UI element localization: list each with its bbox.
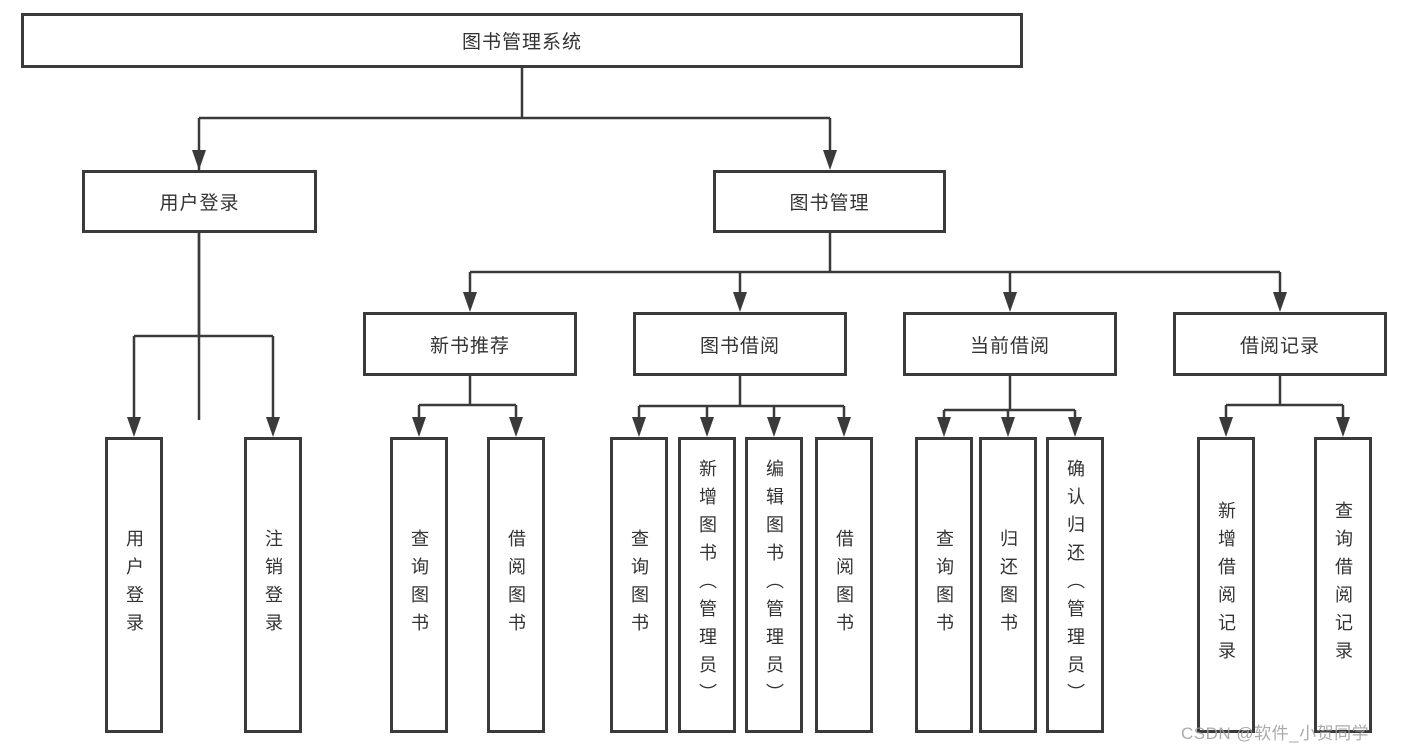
- arrowheads: [127, 150, 1350, 437]
- leaf-current-query-books: 查询图书: [915, 437, 973, 733]
- leaf-user-login: 用户登录: [105, 437, 163, 733]
- node-user-login: 用户登录: [82, 170, 317, 233]
- node-current-borrowing: 当前借阅: [903, 312, 1117, 376]
- leaf-borrow-add-books-admin: 新增图书（管理员）: [678, 437, 736, 733]
- node-borrowing-records: 借阅记录: [1173, 312, 1387, 376]
- leaf-current-return-books: 归还图书: [979, 437, 1037, 733]
- user-login-subtree-connector: [132, 233, 275, 423]
- leaf-borrow-borrow-books: 借阅图书: [815, 437, 873, 733]
- node-library-management-system: 图书管理系统: [21, 13, 1023, 68]
- leaf-current-confirm-return-admin: 确认归还（管理员）: [1046, 437, 1104, 733]
- current-borrow-subtree-connector: [942, 376, 1077, 423]
- leaf-logout: 注销登录: [244, 437, 302, 733]
- csdn-watermark: CSDN @软件_小贺同学: [1181, 724, 1370, 743]
- borrow-record-subtree-connector: [1224, 376, 1345, 423]
- leaf-rec-query-books: 查询图书: [390, 437, 448, 733]
- leaf-add-borrow-record: 新增借阅记录: [1197, 437, 1255, 733]
- book-mgmt-to-level3-connector: [468, 233, 1282, 298]
- leaf-borrow-edit-books-admin: 编辑图书（管理员）: [745, 437, 803, 733]
- new-book-rec-subtree-connector: [417, 376, 518, 423]
- node-book-management: 图书管理: [713, 170, 946, 233]
- leaf-query-borrow-record: 查询借阅记录: [1314, 437, 1372, 733]
- node-book-borrowing: 图书借阅: [633, 312, 847, 376]
- book-borrow-subtree-connector: [637, 376, 846, 423]
- leaf-rec-borrow-books: 借阅图书: [487, 437, 545, 733]
- node-new-book-recommendation: 新书推荐: [363, 312, 577, 376]
- root-to-level2-connector: [197, 68, 832, 420]
- leaf-borrow-query-books: 查询图书: [610, 437, 668, 733]
